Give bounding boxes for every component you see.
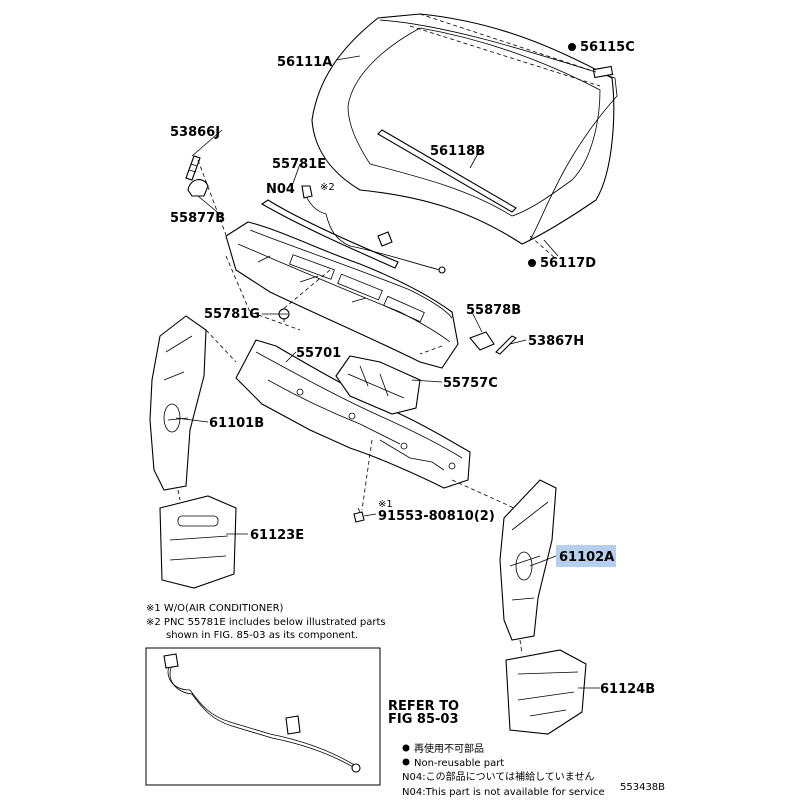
clip-55781g[interactable]: [278, 308, 290, 322]
bracket-55878b[interactable]: [469, 331, 495, 351]
label-56117d: 56117D: [540, 256, 596, 271]
legend-n04-en: N04:This part is not available for servi…: [402, 787, 605, 798]
inset-box: [145, 647, 381, 786]
windshield-glass[interactable]: [311, 13, 618, 245]
bullet-dot-56115c: [568, 43, 576, 51]
cowl-sub-panel[interactable]: [335, 355, 421, 415]
clip-53866j[interactable]: [185, 155, 201, 181]
label-55757c: 55757C: [443, 376, 498, 391]
wiper-seal-strip[interactable]: [260, 199, 399, 269]
bracket-right[interactable]: [505, 649, 587, 735]
label-53866j: 53866J: [170, 125, 220, 140]
label-91553: 91553-80810(2): [378, 509, 495, 524]
figure-code: 553438B: [620, 782, 665, 793]
label-55701: 55701: [296, 346, 341, 361]
label-61101b: 61101B: [209, 416, 264, 431]
refer-to-label: REFER TO: [388, 699, 459, 714]
note-1: ※1 W/O(AIR CONDITIONER): [146, 603, 284, 614]
highlight-box-61102a: [556, 545, 616, 567]
refer-fig-label: FIG 85-03: [388, 712, 459, 727]
label-55781g: 55781G: [204, 307, 260, 322]
cowl-louver-assembly[interactable]: [225, 221, 459, 369]
screw-91553[interactable]: [353, 507, 365, 523]
legend-bullet-icon-2: [402, 758, 410, 766]
label-55878b: 55878B: [466, 303, 521, 318]
label-56111a: 56111A: [277, 55, 332, 70]
pillar-left[interactable]: [149, 315, 207, 491]
label-56115c: 56115C: [580, 40, 635, 55]
label-53867h: 53867H: [528, 334, 584, 349]
bracket-left[interactable]: [159, 495, 237, 589]
glass-spacer-part[interactable]: [592, 65, 614, 79]
label-55877b: 55877B: [170, 211, 225, 226]
note-2b: shown in FIG. 85-03 as its component.: [166, 630, 358, 641]
molding-strip[interactable]: [377, 129, 517, 213]
label-61124b: 61124B: [600, 682, 655, 697]
legend-n04-jp: N04:この部品については補給していません: [402, 770, 594, 783]
label-mark-1: ※1: [378, 499, 393, 510]
washer-hose[interactable]: [301, 185, 446, 274]
label-n04: N04: [266, 182, 295, 197]
label-mark-2: ※2: [320, 182, 335, 193]
note-2: ※2 PNC 55781E includes below illustrated…: [146, 617, 386, 628]
cowl-top-panel[interactable]: [235, 339, 471, 489]
legend-bullet-jp: 再使用不可部品: [414, 742, 484, 755]
label-56118b: 56118B: [430, 144, 485, 159]
pillar-right[interactable]: [499, 479, 557, 641]
legend-bullet-icon: [402, 744, 410, 752]
label-61102a[interactable]: 61102A: [559, 550, 614, 565]
clip-53867h[interactable]: [495, 335, 517, 355]
legend-bullet-en: Non-reusable part: [414, 758, 504, 769]
bullet-dot-56117d: [528, 259, 536, 267]
clip-55877b[interactable]: [187, 179, 209, 197]
label-55781e: 55781E: [272, 157, 326, 172]
label-61123e: 61123E: [250, 528, 304, 543]
